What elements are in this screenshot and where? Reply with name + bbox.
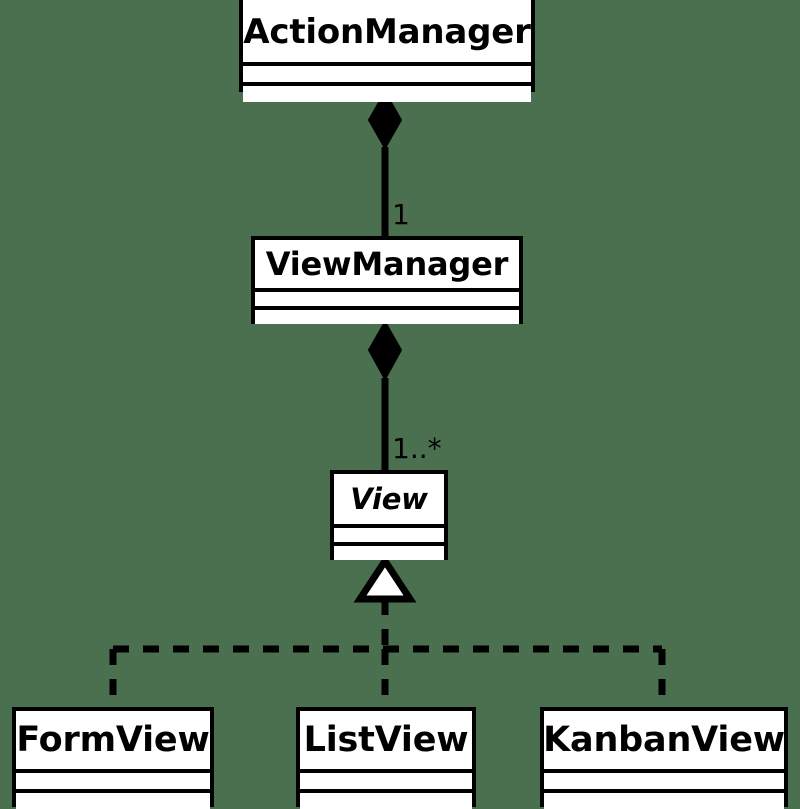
- class-attributes-kanbanview: [544, 769, 784, 789]
- class-box-view[interactable]: View: [330, 470, 448, 560]
- class-operations-viewmanager: [255, 306, 519, 324]
- connector-viewmanager-view: [367, 319, 403, 470]
- class-operations-kanbanview: [544, 789, 784, 809]
- class-attributes-listview: [300, 769, 472, 789]
- class-name-listview: ListView: [303, 720, 469, 760]
- class-attributes-view: [334, 524, 444, 542]
- class-name-viewmanager: ViewManager: [265, 245, 509, 283]
- class-box-listview[interactable]: ListView: [296, 707, 476, 809]
- filled-diamond-icon: [367, 319, 403, 382]
- connector-view-subclasses: [109, 554, 666, 707]
- filled-diamond-icon: [367, 89, 403, 151]
- class-operations-formview: [16, 789, 210, 809]
- class-operations-view: [334, 542, 444, 560]
- multiplicity-label-one: 1: [392, 198, 410, 231]
- connector-actionmanager-viewmanager: [367, 89, 403, 236]
- class-attributes-formview: [16, 769, 210, 789]
- class-box-formview[interactable]: FormView: [12, 707, 214, 809]
- class-box-viewmanager[interactable]: ViewManager: [251, 236, 523, 324]
- class-name-kanbanview: KanbanView: [544, 720, 784, 760]
- class-operations-actionmanager: [243, 82, 531, 102]
- multiplicity-label-one-to-many: 1..*: [392, 432, 442, 465]
- class-attributes-actionmanager: [243, 62, 531, 82]
- class-box-kanbanview[interactable]: KanbanView: [540, 707, 788, 809]
- class-name-formview: FormView: [16, 720, 210, 760]
- class-box-actionmanager[interactable]: ActionManager: [239, 0, 535, 102]
- class-name-actionmanager: ActionManager: [243, 12, 531, 52]
- class-operations-listview: [300, 789, 472, 809]
- class-attributes-viewmanager: [255, 288, 519, 306]
- hollow-triangle-icon: [353, 554, 417, 603]
- class-name-view: View: [350, 482, 428, 516]
